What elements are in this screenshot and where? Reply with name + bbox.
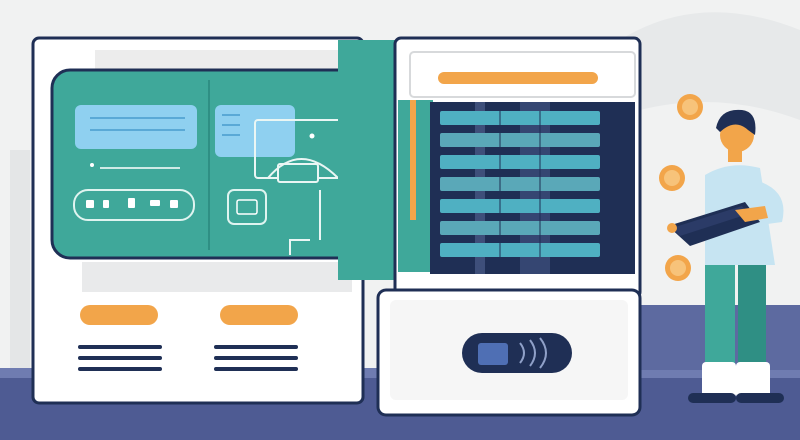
screen-icon-box: [227, 189, 267, 225]
card-icon: [478, 343, 508, 365]
server-rack: [338, 36, 642, 300]
drive-slots: [440, 111, 600, 257]
card-reader-unit: [376, 288, 642, 417]
coin-icon: [659, 165, 685, 191]
background-cloud: [620, 12, 800, 121]
console-button-left[interactable]: [80, 305, 158, 325]
screen-window-left: [75, 105, 197, 149]
left-console: [31, 36, 394, 405]
console-vent-left: [78, 345, 162, 371]
rack-status-bar: [438, 72, 598, 84]
console-button-right[interactable]: [220, 305, 298, 325]
coin-icon: [665, 255, 691, 281]
tablet-device: [668, 202, 760, 246]
status-pill-icons: [86, 198, 178, 208]
background-building: [10, 150, 30, 380]
coin-icon: [677, 94, 703, 120]
console-vent-right: [214, 345, 298, 371]
person-figure: [667, 109, 784, 403]
